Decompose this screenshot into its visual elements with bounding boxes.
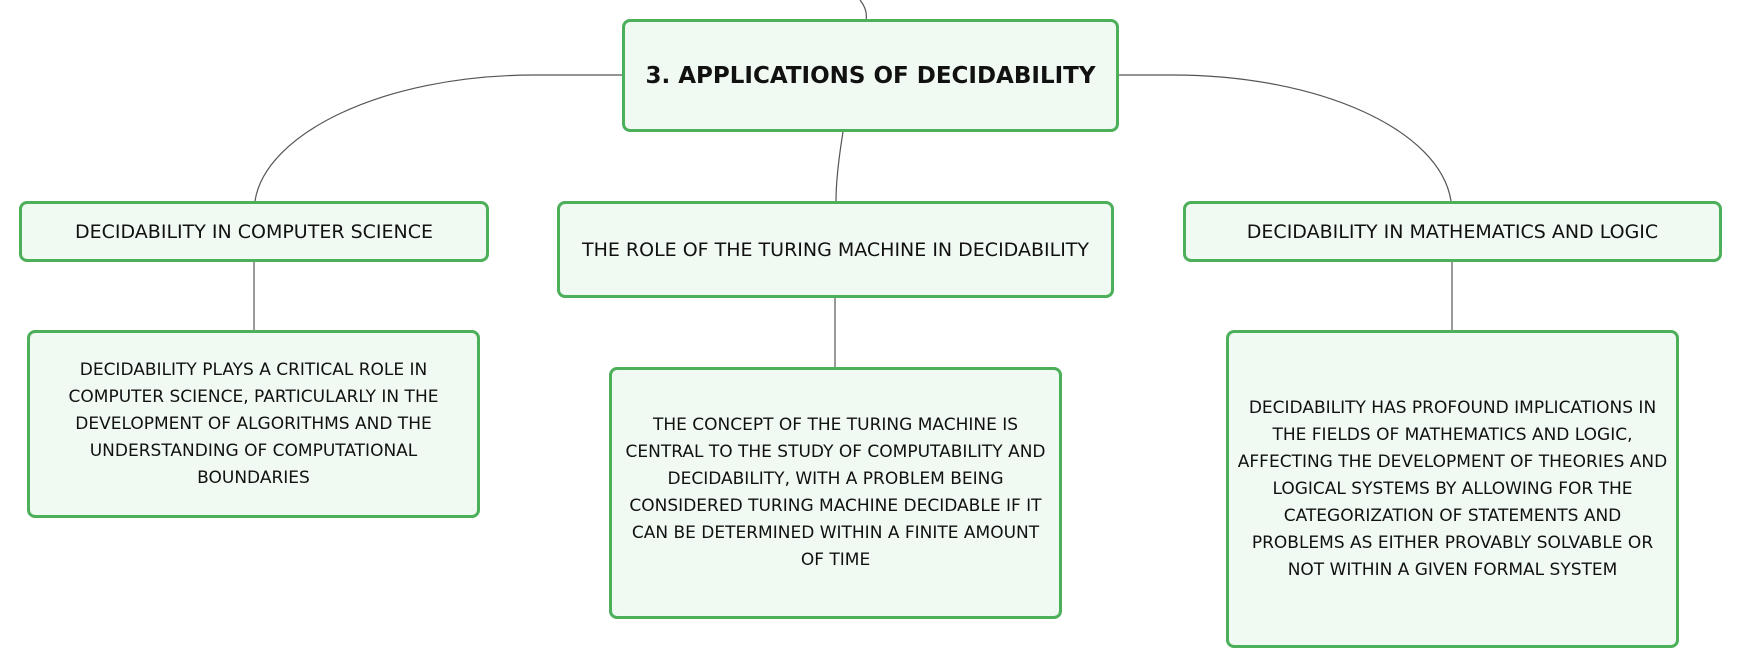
topic-label: THE ROLE OF THE TURING MACHINE IN DECIDA… (581, 238, 1090, 261)
description-text: THE CONCEPT OF THE TURING MACHINE IS CEN… (625, 415, 1046, 570)
connector-root-to-computer-science (254, 74, 622, 202)
topic-label: DECIDABILITY IN COMPUTER SCIENCE (75, 220, 433, 243)
description-text: DECIDABILITY HAS PROFOUND IMPLICATIONS I… (1237, 397, 1668, 580)
root-node[interactable]: 3. APPLICATIONS OF DECIDABILITY (622, 19, 1119, 132)
topic-label: DECIDABILITY IN MATHEMATICS AND LOGIC (1246, 220, 1659, 243)
description-text: DECIDABILITY PLAYS A CRITICAL ROLE IN CO… (68, 359, 439, 488)
topic-node-computer-science[interactable]: DECIDABILITY IN COMPUTER SCIENCE (19, 201, 489, 262)
connector-root-to-turing-machine (835, 131, 844, 202)
description-node-turing-machine[interactable]: THE CONCEPT OF THE TURING MACHINE IS CEN… (609, 367, 1062, 619)
connector-root-to-mathematics-logic (1118, 74, 1452, 202)
root-title: 3. APPLICATIONS OF DECIDABILITY (645, 62, 1096, 89)
description-node-computer-science[interactable]: DECIDABILITY PLAYS A CRITICAL ROLE IN CO… (27, 330, 480, 518)
topic-node-turing-machine[interactable]: THE ROLE OF THE TURING MACHINE IN DECIDA… (557, 201, 1114, 298)
connector-parent-to-root (859, 0, 867, 21)
description-node-mathematics-logic[interactable]: DECIDABILITY HAS PROFOUND IMPLICATIONS I… (1226, 330, 1679, 648)
topic-node-mathematics-logic[interactable]: DECIDABILITY IN MATHEMATICS AND LOGIC (1183, 201, 1722, 262)
